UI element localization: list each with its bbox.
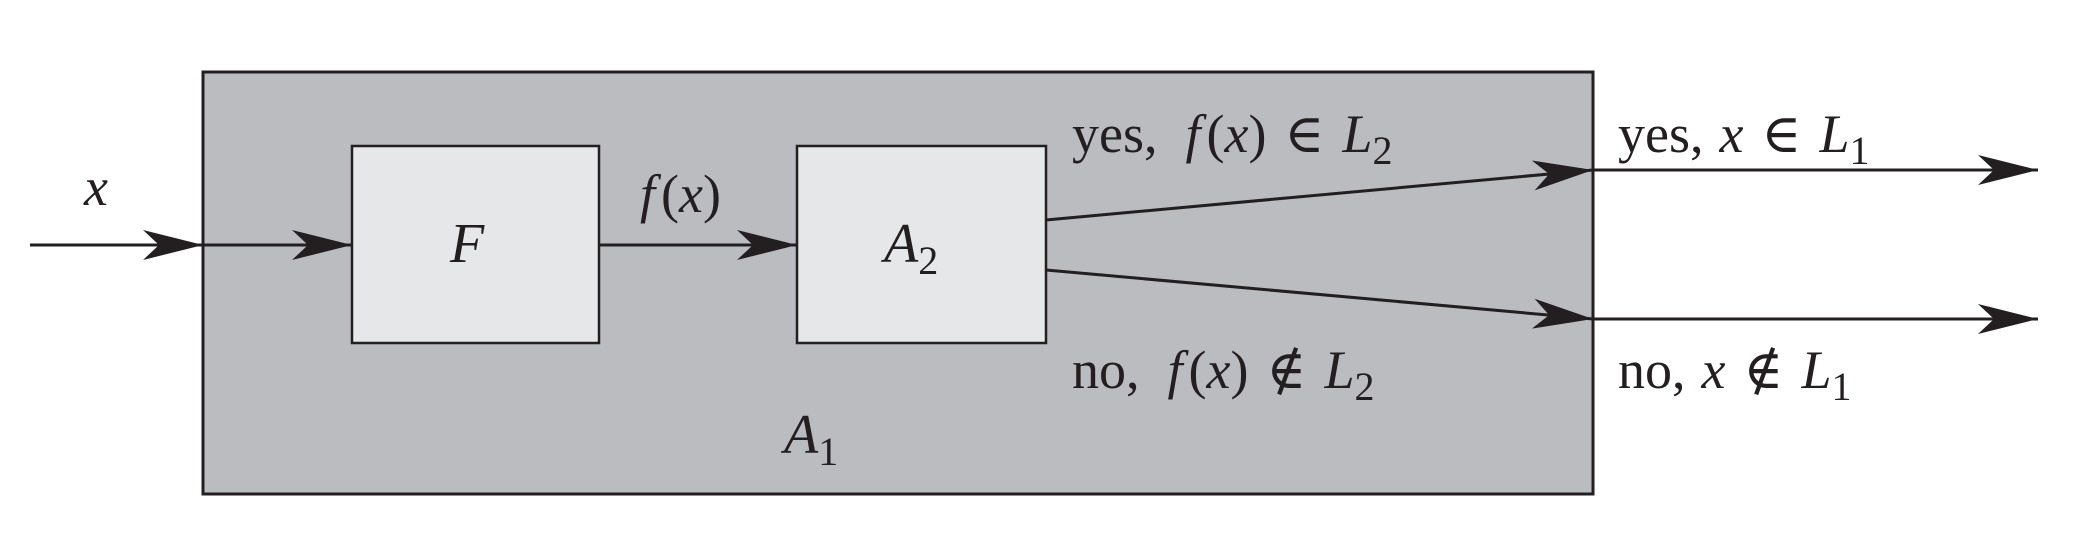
inner-yes-label: yes,f(x)∈L2 — [1072, 104, 1392, 173]
outer-box-label: A1 — [780, 404, 838, 474]
inner-yes-l: L — [1341, 104, 1372, 164]
outer-yes-x: x — [1718, 104, 1743, 164]
fx-x: x — [678, 164, 703, 224]
inner-no-label: no,f(x)∉L2 — [1072, 340, 1374, 409]
reduction-box-label: F — [449, 213, 485, 275]
decider-box-label: A2 — [880, 213, 938, 283]
outer-no-x: x — [1701, 340, 1726, 400]
outer-no-subscript: 1 — [1832, 364, 1852, 409]
outer-label-main: A — [780, 404, 819, 466]
decider-label-main: A — [880, 213, 919, 275]
decider-label-subscript: 2 — [918, 238, 938, 283]
inner-yes-word: yes, — [1072, 104, 1157, 164]
reduction-box-f — [350, 144, 601, 345]
outer-no-word: no, — [1618, 340, 1686, 400]
inner-yes-open: ( — [1207, 104, 1225, 164]
fx-open-paren: ( — [661, 164, 679, 224]
no-inner-arrow — [1045, 268, 1594, 329]
inner-no-word: no, — [1072, 340, 1140, 400]
yes-inner-arrow — [1045, 160, 1594, 222]
inner-no-subscript: 2 — [1354, 364, 1374, 409]
inner-yes-subscript: 2 — [1372, 128, 1392, 173]
inner-no-open: ( — [1189, 340, 1207, 400]
outer-no-label: no,x ∉ L1 — [1618, 340, 1852, 409]
outer-yes-l: L — [1818, 104, 1849, 164]
decider-box-a2 — [795, 144, 1048, 345]
inner-no-l: L — [1323, 340, 1354, 400]
outer-no-l: L — [1800, 340, 1831, 400]
input-x-label: x — [83, 157, 108, 217]
inner-yes-x: x — [1223, 104, 1248, 164]
outer-yes-word: yes, — [1618, 104, 1703, 164]
inner-yes-relation: ∈ — [1284, 104, 1324, 164]
outer-label-subscript: 1 — [818, 429, 838, 474]
outer-no-relation: ∉ — [1743, 340, 1783, 400]
inner-yes-close: ) — [1248, 104, 1266, 164]
outer-yes-relation: ∈ — [1761, 104, 1801, 164]
outer-yes-subscript: 1 — [1849, 128, 1869, 173]
outer-yes-label: yes,x ∈ L1 — [1618, 104, 1869, 173]
fx-label: f(x) — [640, 164, 721, 224]
inner-no-relation: ∉ — [1266, 340, 1306, 400]
fx-close-paren: ) — [703, 164, 721, 224]
inner-no-x: x — [1206, 340, 1231, 400]
inner-no-close: ) — [1230, 340, 1248, 400]
